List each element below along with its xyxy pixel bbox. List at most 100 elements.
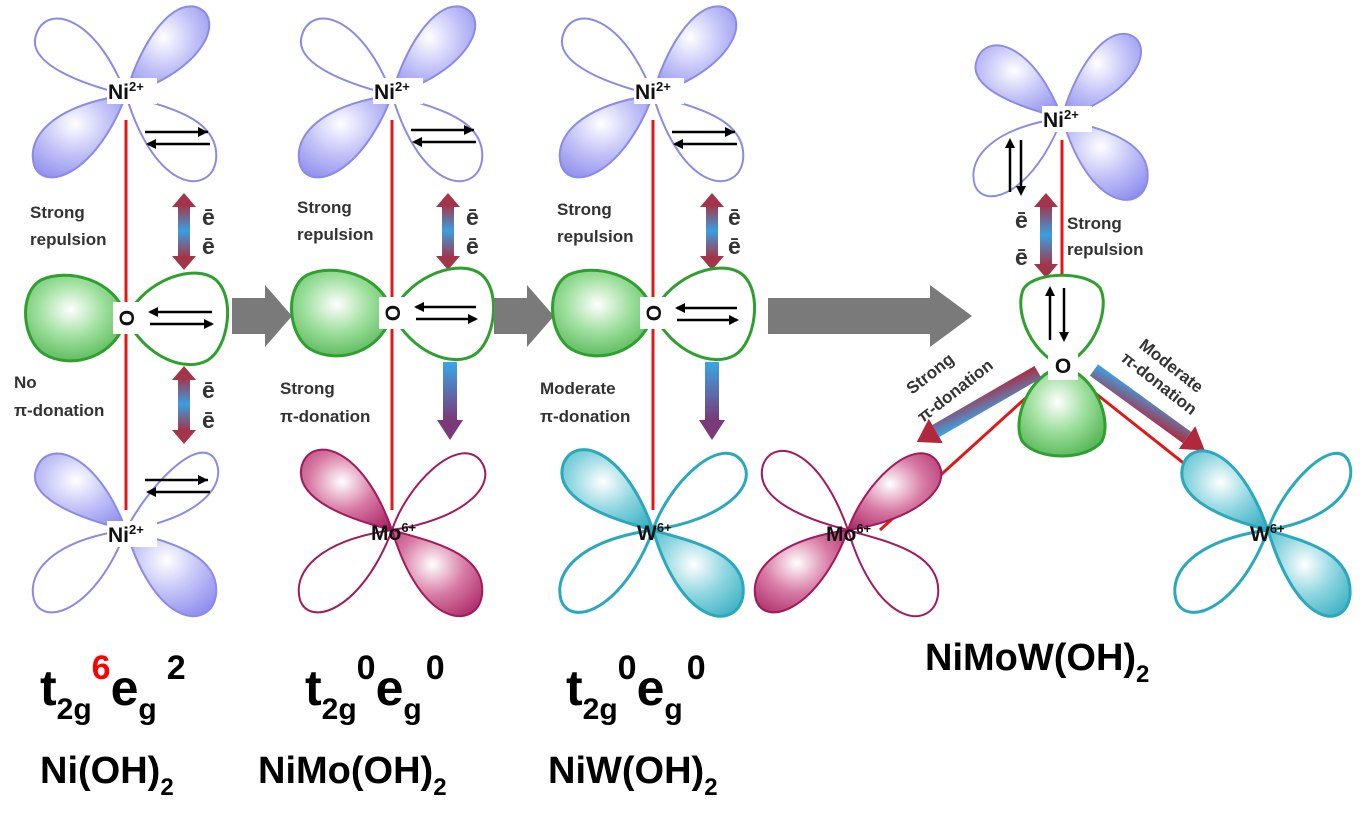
w-charge: 6+ xyxy=(657,520,672,535)
arrow-pair-o xyxy=(148,307,214,329)
electron-symbol: ē xyxy=(1015,244,1028,270)
svg-text:Ni2+: Ni2+ xyxy=(108,79,144,104)
label-repulsion: repulsion xyxy=(557,227,634,246)
ni-label: Ni xyxy=(108,524,129,547)
ni-label: Ni xyxy=(1043,109,1064,132)
panel-niw-oh2: Ni2+ Strong repulsion ē ē O Moderate π-d… xyxy=(540,5,756,801)
panel-ni-oh2: Ni2+ Strong repulsion ē ē O No π-donatio… xyxy=(14,5,229,801)
mo-orbital xyxy=(753,450,943,618)
pi-donation-arrow-right xyxy=(1089,364,1205,451)
w-label: W xyxy=(637,522,657,545)
o-orbital xyxy=(1017,273,1107,458)
svg-text:Mo6+: Mo6+ xyxy=(371,520,417,545)
ni-label: Ni xyxy=(635,81,656,104)
electron-configuration: t2g0eg0 xyxy=(305,649,445,726)
label-pi-donation: π-donation xyxy=(540,407,630,426)
electron-symbol: ē xyxy=(728,233,741,259)
pi-donation-arrow xyxy=(699,362,725,440)
electron-repulsion-arrow-top xyxy=(700,193,724,270)
svg-text:Ni2+: Ni2+ xyxy=(374,79,410,104)
svg-text:Ni2+: Ni2+ xyxy=(1043,107,1079,132)
electron-configuration: t2g0eg0 xyxy=(566,649,706,726)
o-label: O xyxy=(115,310,138,326)
svg-text:W6+: W6+ xyxy=(637,520,672,545)
ni-charge: 2+ xyxy=(129,79,144,94)
compound-name: NiMoW(OH)2 xyxy=(925,637,1149,688)
ni-label: Ni xyxy=(374,81,395,104)
electron-repulsion-arrow-top xyxy=(436,193,460,270)
electron-symbol: ē xyxy=(202,407,215,433)
o-orbital xyxy=(290,266,495,361)
label-repulsion: repulsion xyxy=(297,225,374,244)
o-label: O xyxy=(381,305,404,321)
label-moderate: Moderate xyxy=(540,379,616,398)
electron-configuration: t2g6eg2 xyxy=(40,649,186,726)
w-label: W xyxy=(1250,523,1270,546)
mo-label: Mo xyxy=(826,523,856,546)
pi-donation-arrow xyxy=(437,362,463,440)
w-orbital xyxy=(1173,449,1353,618)
panel-nimo-oh2: Ni2+ Strong repulsion ē ē O Strong π-don… xyxy=(258,5,495,801)
arrow-pair-o-vertical xyxy=(1045,286,1069,342)
electron-symbol: ē xyxy=(1015,207,1028,233)
electron-repulsion-arrow-top xyxy=(172,193,196,270)
o-orbital xyxy=(24,271,229,366)
ni-charge: 2+ xyxy=(129,522,144,537)
compound-name: Ni(OH)2 xyxy=(40,750,174,801)
step-arrow xyxy=(768,285,972,347)
svg-text:Ni2+: Ni2+ xyxy=(108,522,144,547)
ni-charge: 2+ xyxy=(1064,107,1079,122)
compound-name: NiW(OH)2 xyxy=(548,750,718,801)
mo-orbital xyxy=(297,448,487,618)
label-strong: Strong xyxy=(280,379,335,398)
mo-charge: 6+ xyxy=(401,520,416,535)
mo-charge: 6+ xyxy=(856,521,871,536)
step-arrow xyxy=(494,285,554,347)
electron-symbol: ē xyxy=(202,377,215,403)
label-no: No xyxy=(14,373,37,392)
label-repulsion: repulsion xyxy=(30,230,107,249)
o-orbital xyxy=(551,266,756,361)
electron-symbol: ē xyxy=(202,233,215,259)
arrow-pair-ni-vertical xyxy=(1005,138,1026,196)
svg-text:Ni2+: Ni2+ xyxy=(635,79,671,104)
label-pi-donation: π-donation xyxy=(280,407,370,426)
step-arrow xyxy=(232,285,292,347)
o-label: O xyxy=(1055,355,1071,378)
arrow-pair-ni-top xyxy=(411,125,476,147)
w-charge: 6+ xyxy=(1270,521,1285,536)
ni-top-orbital xyxy=(972,32,1149,201)
compound-name: NiMo(OH)2 xyxy=(258,750,447,801)
svg-text:Mo6+: Mo6+ xyxy=(826,521,872,546)
w-orbital xyxy=(558,448,748,618)
ni-charge: 2+ xyxy=(656,79,671,94)
electron-repulsion-arrow xyxy=(1034,193,1058,278)
electron-symbol: ē xyxy=(466,233,479,259)
arrow-pair-o xyxy=(414,302,478,324)
svg-text:W6+: W6+ xyxy=(1250,521,1285,546)
arrow-pair-o xyxy=(675,303,739,325)
label-strong: Strong xyxy=(297,198,352,217)
ni-top-orbital xyxy=(558,5,745,183)
electron-symbol: ē xyxy=(728,204,741,230)
electron-symbol: ē xyxy=(202,204,215,230)
electron-symbol: ē xyxy=(466,204,479,230)
label-strong: Strong xyxy=(1067,214,1122,233)
pi-donation-arrow-left xyxy=(916,365,1042,444)
arrow-pair-ni-top xyxy=(672,127,737,149)
arrow-pair-ni-top xyxy=(145,127,210,149)
label-strong: Strong xyxy=(557,200,612,219)
panel-nimow-oh2: Ni2+ ē ē Strong repulsion O xyxy=(753,32,1353,688)
ni-top-orbital xyxy=(297,5,484,183)
label-repulsion: repulsion xyxy=(1067,240,1144,259)
arrow-pair-ni-bottom xyxy=(145,475,210,497)
mo-label: Mo xyxy=(371,522,401,545)
o-label: O xyxy=(642,305,665,321)
label-pi-donation: π-donation xyxy=(14,401,104,420)
ni-charge: 2+ xyxy=(395,79,410,94)
electron-repulsion-arrow-bottom xyxy=(172,366,196,444)
label-strong: Strong xyxy=(30,203,85,222)
ni-label: Ni xyxy=(108,81,129,104)
ni-top-orbital xyxy=(31,5,218,183)
